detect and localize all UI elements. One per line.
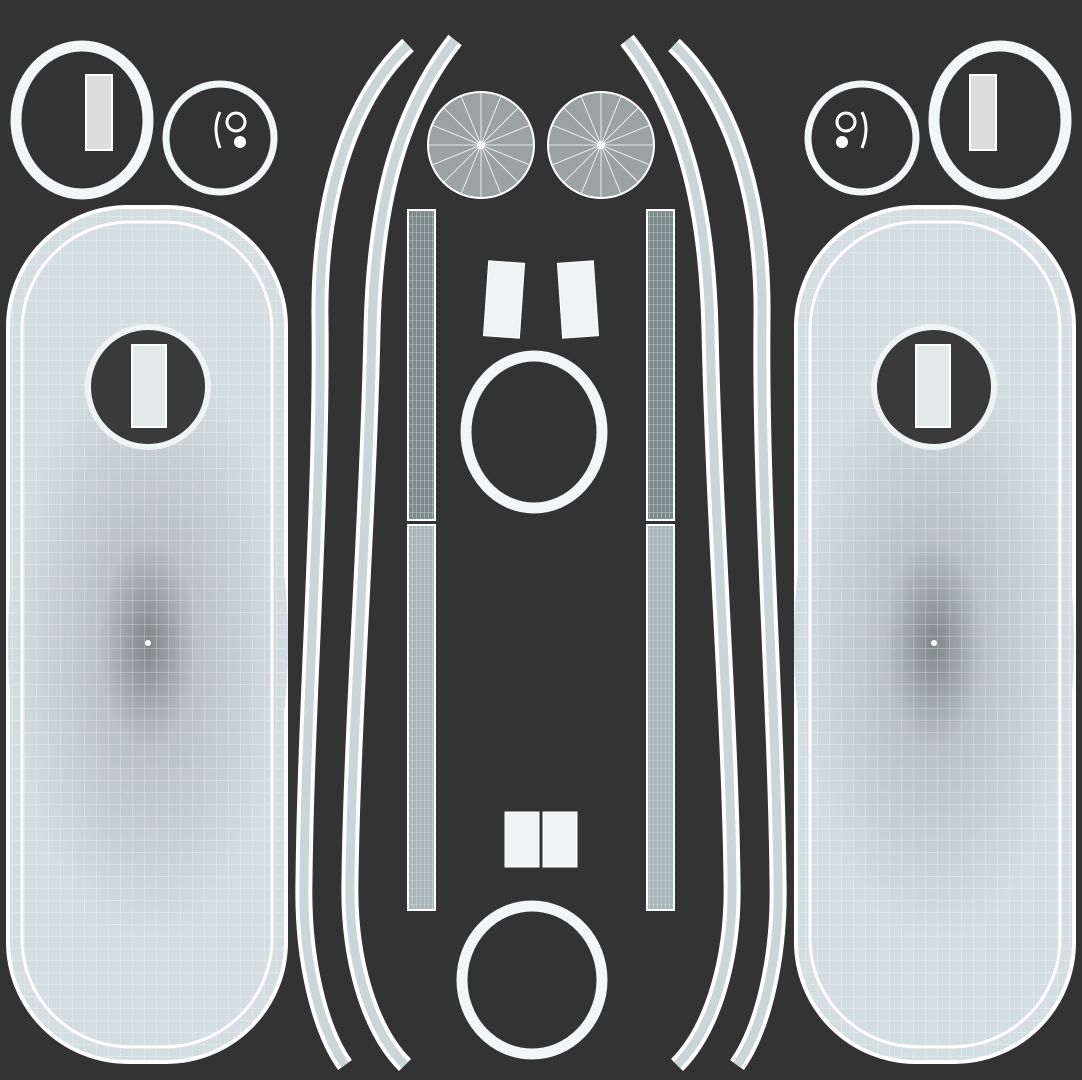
center-ring-bottom [456, 900, 608, 1060]
center-ring-top [460, 350, 608, 514]
